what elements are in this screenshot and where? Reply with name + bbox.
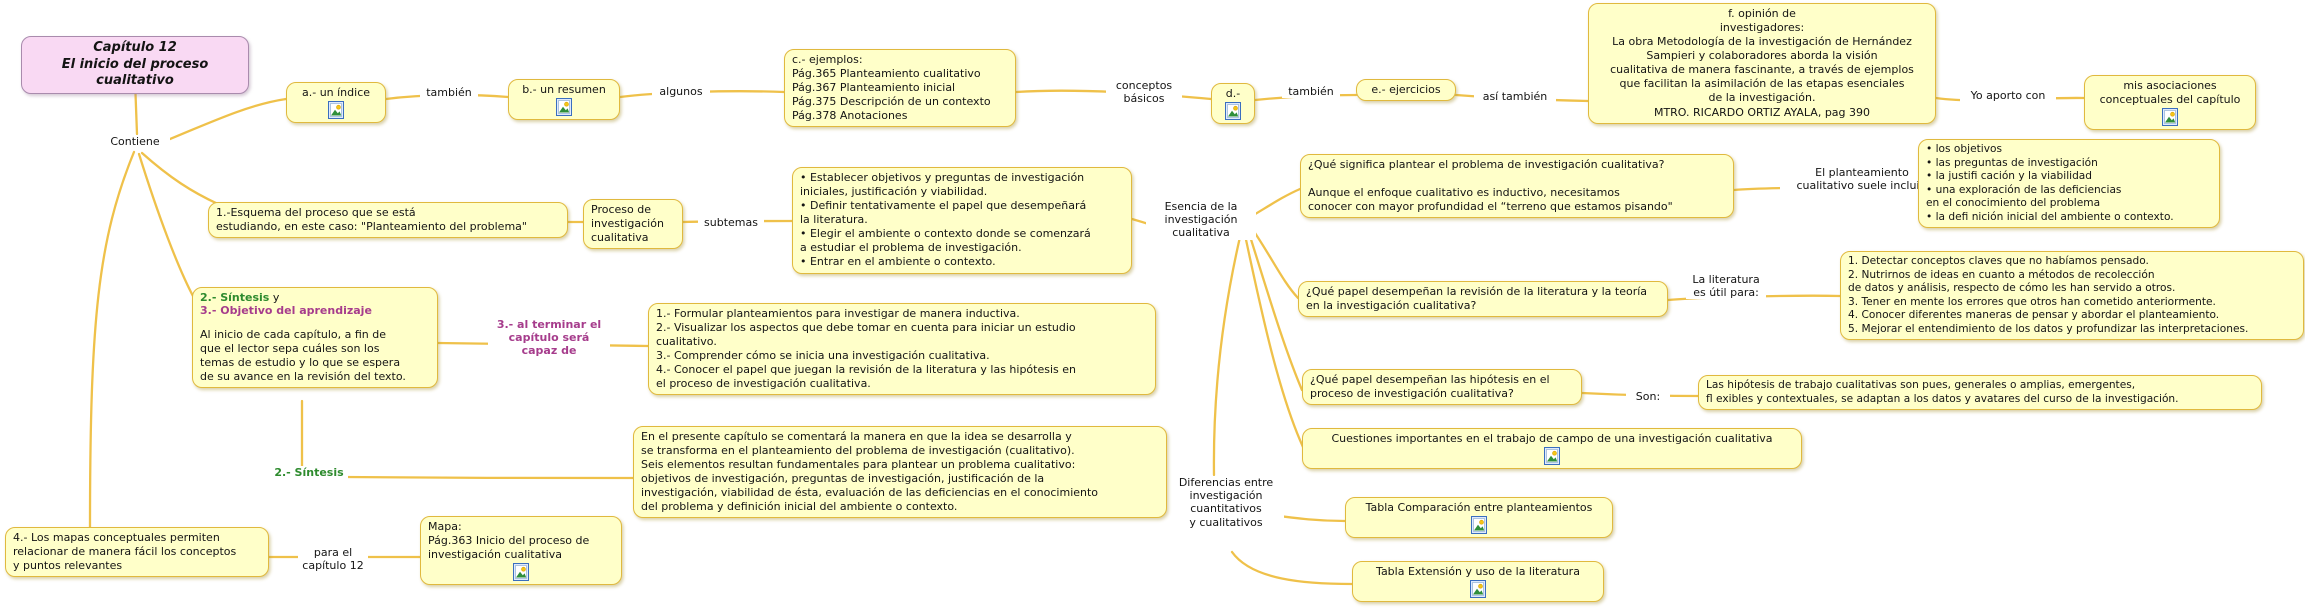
node-cuestiones-importantes-text: Cuestiones importantes en el trabajo de … bbox=[1331, 432, 1773, 445]
resource-icon[interactable] bbox=[1225, 102, 1241, 120]
resource-icon[interactable] bbox=[1544, 447, 1560, 465]
node-sintesis-parrafo[interactable]: En el presente capítulo se comentará la … bbox=[633, 426, 1167, 519]
link-label-terminar-capaz[interactable]: 3.- al terminar el capítulo será capaz d… bbox=[488, 318, 610, 358]
node-mapa-pag363[interactable]: Mapa: Pág.363 Inicio del proceso de inve… bbox=[420, 516, 622, 586]
node-e-ejercicios-text: e.- ejercicios bbox=[1371, 83, 1441, 96]
node-literatura-util-lista-text: 1. Detectar conceptos claves que no habí… bbox=[1848, 255, 2249, 335]
link-label-diferencias[interactable]: Diferencias entre investigación cuantita… bbox=[1168, 476, 1284, 529]
node-esquema-proceso[interactable]: 1.-Esquema del proceso que se está estud… bbox=[208, 202, 568, 239]
link-label-yo-aporto-con[interactable]: Yo aporto con bbox=[1960, 89, 2056, 103]
node-b-un-resumen[interactable]: b.- un resumen bbox=[508, 79, 620, 121]
node-f-opinion-investigadores[interactable]: f. opinión de investigadores: La obra Me… bbox=[1588, 3, 1936, 124]
resource-icon[interactable] bbox=[513, 563, 529, 581]
node-que-papel-hipotesis[interactable]: ¿Qué papel desempeñan las hipótesis en e… bbox=[1302, 369, 1582, 406]
link-label-son[interactable]: Son: bbox=[1626, 390, 1670, 404]
node-planteamiento-incluye-text: • los objetivos • las preguntas de inves… bbox=[1926, 143, 2174, 223]
node-sintesis-objetivo[interactable]: 2.- Síntesis y 3.- Objetivo del aprendiz… bbox=[192, 287, 438, 389]
link-label-tambien-2[interactable]: también bbox=[1282, 85, 1340, 99]
link-label-la-literatura[interactable]: La literatura es útil para: bbox=[1686, 273, 1766, 300]
node-mis-asociaciones-text: mis asociaciones conceptuales del capítu… bbox=[2099, 79, 2241, 107]
node-planteamiento-incluye-lista[interactable]: • los objetivos • las preguntas de inves… bbox=[1918, 139, 2220, 229]
node-sintesis-objetivo-head2: 3.- Objetivo del aprendizaje bbox=[200, 304, 372, 317]
node-capaz-de-lista-text: 1.- Formular planteamientos para investi… bbox=[656, 307, 1076, 391]
node-que-significa-plantear-text: ¿Qué significa plantear el problema de i… bbox=[1308, 158, 1673, 214]
link-label-para-el-capitulo[interactable]: para el capítulo 12 bbox=[298, 546, 368, 573]
node-que-significa-plantear[interactable]: ¿Qué significa plantear el problema de i… bbox=[1300, 154, 1734, 219]
node-mapas-conceptuales-text: 4.- Los mapas conceptuales permiten rela… bbox=[13, 531, 237, 573]
link-label-contiene[interactable]: Contiene bbox=[100, 135, 170, 149]
node-proceso-investigacion-text: Proceso de investigación cualitativa bbox=[591, 203, 664, 245]
node-que-papel-hipotesis-text: ¿Qué papel desempeñan las hipótesis en e… bbox=[1310, 373, 1550, 401]
node-tabla-comparacion[interactable]: Tabla Comparación entre planteamientos bbox=[1345, 497, 1613, 539]
title-node[interactable]: Capítulo 12 El inicio del proceso cualit… bbox=[21, 36, 249, 94]
node-f-opinion-text: f. opinión de investigadores: La obra Me… bbox=[1610, 7, 1914, 119]
node-tabla-extension-text: Tabla Extensión y uso de la literatura bbox=[1376, 565, 1580, 578]
node-sintesis-objetivo-body: Al inicio de cada capítulo, a fin de que… bbox=[200, 328, 406, 384]
title-text: Capítulo 12 El inicio del proceso cualit… bbox=[61, 40, 209, 89]
node-hipotesis-descripcion[interactable]: Las hipótesis de trabajo cualitativas so… bbox=[1698, 375, 2262, 411]
resource-icon[interactable] bbox=[1470, 580, 1486, 598]
node-sintesis-parrafo-text: En el presente capítulo se comentará la … bbox=[641, 430, 1099, 514]
node-c-ejemplos[interactable]: c.- ejemplos: Pág.365 Planteamiento cual… bbox=[784, 49, 1016, 128]
node-proceso-investigacion[interactable]: Proceso de investigación cualitativa bbox=[583, 199, 683, 250]
node-que-papel-literatura-text: ¿Qué papel desempeñan la revisión de la … bbox=[1306, 285, 1648, 313]
link-label-esencia[interactable]: Esencia de la investigación cualitativa bbox=[1146, 200, 1256, 240]
link-label-algunos[interactable]: algunos bbox=[652, 85, 710, 99]
link-label-conceptos-basicos[interactable]: conceptos básicos bbox=[1106, 79, 1182, 106]
node-que-papel-literatura[interactable]: ¿Qué papel desempeñan la revisión de la … bbox=[1298, 281, 1668, 318]
sintesis-head-green: 2.- Síntesis bbox=[200, 291, 270, 304]
resource-icon[interactable] bbox=[556, 98, 572, 116]
node-subtemas-lista-text: • Establecer objetivos y preguntas de in… bbox=[800, 171, 1091, 269]
node-a-un-indice-text: a.- un índice bbox=[301, 86, 371, 99]
node-subtemas-lista[interactable]: • Establecer objetivos y preguntas de in… bbox=[792, 167, 1132, 274]
node-tabla-extension[interactable]: Tabla Extensión y uso de la literatura bbox=[1352, 561, 1604, 603]
link-label-sintesis[interactable]: 2.- Síntesis bbox=[270, 466, 348, 480]
node-capaz-de-lista[interactable]: 1.- Formular planteamientos para investi… bbox=[648, 303, 1156, 396]
node-esquema-proceso-text: 1.-Esquema del proceso que se está estud… bbox=[216, 206, 527, 234]
link-label-asi-tambien[interactable]: así también bbox=[1474, 90, 1556, 104]
node-d[interactable]: d.- bbox=[1211, 83, 1255, 125]
link-label-subtemas[interactable]: subtemas bbox=[698, 216, 764, 230]
node-tabla-comparacion-text: Tabla Comparación entre planteamientos bbox=[1365, 501, 1593, 514]
node-mapas-conceptuales[interactable]: 4.- Los mapas conceptuales permiten rela… bbox=[5, 527, 269, 578]
node-literatura-util-lista[interactable]: 1. Detectar conceptos claves que no habí… bbox=[1840, 251, 2304, 341]
node-a-un-indice[interactable]: a.- un índice bbox=[286, 82, 386, 124]
resource-icon[interactable] bbox=[328, 101, 344, 119]
node-c-ejemplos-text: c.- ejemplos: Pág.365 Planteamiento cual… bbox=[792, 53, 991, 123]
link-label-tambien-1[interactable]: también bbox=[420, 86, 478, 100]
node-mapa-pag363-text: Mapa: Pág.363 Inicio del proceso de inve… bbox=[428, 520, 590, 562]
node-e-ejercicios[interactable]: e.- ejercicios bbox=[1356, 79, 1456, 102]
node-cuestiones-importantes[interactable]: Cuestiones importantes en el trabajo de … bbox=[1302, 428, 1802, 470]
sintesis-head-conj: y bbox=[269, 291, 280, 304]
resource-icon[interactable] bbox=[1471, 516, 1487, 534]
node-mis-asociaciones[interactable]: mis asociaciones conceptuales del capítu… bbox=[2084, 75, 2256, 131]
node-b-un-resumen-text: b.- un resumen bbox=[522, 83, 606, 96]
node-sintesis-objetivo-head1: 2.- Síntesis y bbox=[200, 291, 430, 304]
node-d-text: d.- bbox=[1225, 87, 1241, 100]
resource-icon[interactable] bbox=[2162, 108, 2178, 126]
node-hipotesis-descripcion-text: Las hipótesis de trabajo cualitativas so… bbox=[1706, 379, 2179, 405]
